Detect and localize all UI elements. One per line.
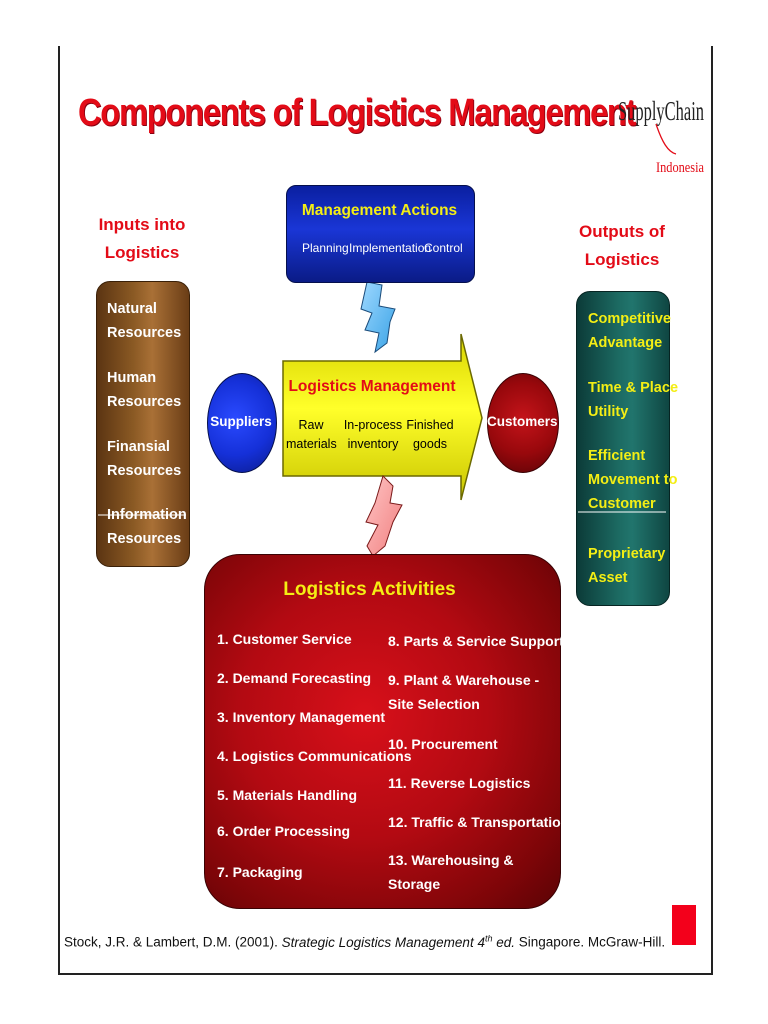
- inputs-heading: Inputs into Logistics: [98, 215, 186, 262]
- logo-graphic: SupplyChain Indonesia: [618, 96, 704, 176]
- management-actions-title: Management Actions: [301, 202, 458, 219]
- logistics-management-title: Logistics Management: [288, 378, 456, 395]
- activity-7: 7. Packaging: [217, 864, 303, 880]
- activity-13: 13. Warehousing &Storage: [388, 852, 514, 892]
- activity-10: 10. Procurement: [388, 736, 498, 752]
- citation-footer: Stock, J.R. & Lambert, D.M. (2001). Stra…: [64, 933, 665, 950]
- customers-node: [487, 373, 559, 473]
- logistics-management-arrow: [282, 333, 483, 501]
- supply-chain-indonesia-logo: SupplyChain Indonesia: [616, 82, 708, 192]
- citation-publisher: Singapore. McGraw-Hill.: [518, 934, 666, 950]
- management-item-control: Control: [424, 241, 463, 255]
- management-item-planning: Planning: [302, 241, 349, 255]
- activity-3: 3. Inventory Management: [217, 709, 386, 725]
- logistics-activities-box: [204, 554, 561, 909]
- activity-2: 2. Demand Forecasting: [217, 670, 372, 686]
- activity-11: 11. Reverse Logistics: [388, 775, 531, 791]
- activity-9: 9. Plant & Warehouse -Site Selection: [388, 672, 540, 712]
- outputs-heading: Outputs of Logistics: [579, 222, 665, 269]
- activity-8: 8. Parts & Service Support: [388, 633, 564, 649]
- management-item-implementation: Implementation: [349, 241, 432, 255]
- activity-5: 5. Materials Handling: [217, 787, 358, 803]
- citation-book-title: Strategic Logistics Management 4th ed.: [281, 933, 516, 950]
- activity-1: 1. Customer Service: [217, 631, 352, 647]
- citation-authors: Stock, J.R. & Lambert, D.M. (2001).: [64, 934, 278, 950]
- suppliers-node: [207, 373, 277, 473]
- management-connector-arrow: [360, 281, 396, 354]
- customers-label: Customers: [487, 414, 558, 429]
- activities-connector-arrow: [365, 475, 403, 557]
- activity-6: 6. Order Processing: [217, 823, 351, 839]
- logistics-activities-title: Logistics Activities: [283, 579, 456, 600]
- corner-red-square: [672, 905, 696, 945]
- suppliers-label: Suppliers: [210, 414, 272, 429]
- svg-text:SupplyChain: SupplyChain: [618, 96, 704, 126]
- outputs-panel: [576, 291, 670, 606]
- management-actions-box: [286, 185, 475, 283]
- inputs-panel: [96, 281, 190, 567]
- activity-4: 4. Logistics Communications: [217, 748, 412, 764]
- svg-text:Indonesia: Indonesia: [656, 160, 704, 176]
- slide-title: Components of Logistics Management: [78, 92, 636, 134]
- activity-12: 12. Traffic & Transportation: [388, 814, 570, 830]
